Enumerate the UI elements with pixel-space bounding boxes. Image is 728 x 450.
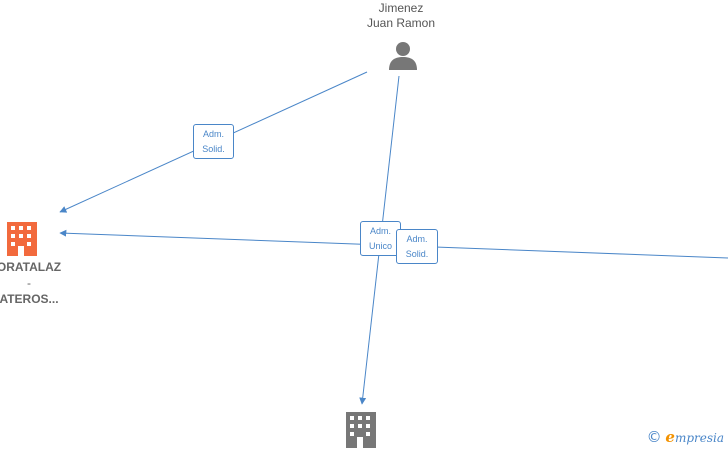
brand-name: mpresia [674, 431, 724, 445]
edge-label-adm-unico[interactable]: Adm. Unico [360, 221, 401, 256]
edge-label-adm-solid-top[interactable]: Adm. Solid. [193, 124, 234, 159]
company-left-line2: - [27, 276, 31, 290]
edge-label-line1: Adm. [406, 234, 428, 244]
person-name-line2: Juan Ramon [366, 16, 436, 30]
building-icon[interactable] [346, 412, 376, 448]
person-name-line1: Jimenez [378, 1, 424, 15]
company-left-line3: ATEROS... [0, 292, 59, 306]
company-left-label: ORATALAZ - ATEROS... [0, 259, 62, 307]
brand-initial: e [665, 428, 675, 446]
edge-label-line1: Adm. [202, 129, 224, 139]
empresia-watermark: © empresia [647, 428, 724, 446]
company-left-line1: ORATALAZ [0, 260, 62, 274]
edge-label-adm-solid-right[interactable]: Adm. Solid. [396, 229, 438, 264]
person-name-label: Jimenez Juan Ramon [353, 1, 449, 31]
building-icon[interactable] [7, 222, 37, 256]
edge-label-line1: Adm. [369, 226, 391, 236]
edge-label-line2: Solid. [405, 249, 429, 259]
edge-label-line2: Solid. [202, 144, 225, 154]
edge-label-line2: Unico [368, 241, 392, 251]
copyright-symbol: © [646, 428, 662, 446]
person-icon[interactable] [389, 42, 417, 70]
